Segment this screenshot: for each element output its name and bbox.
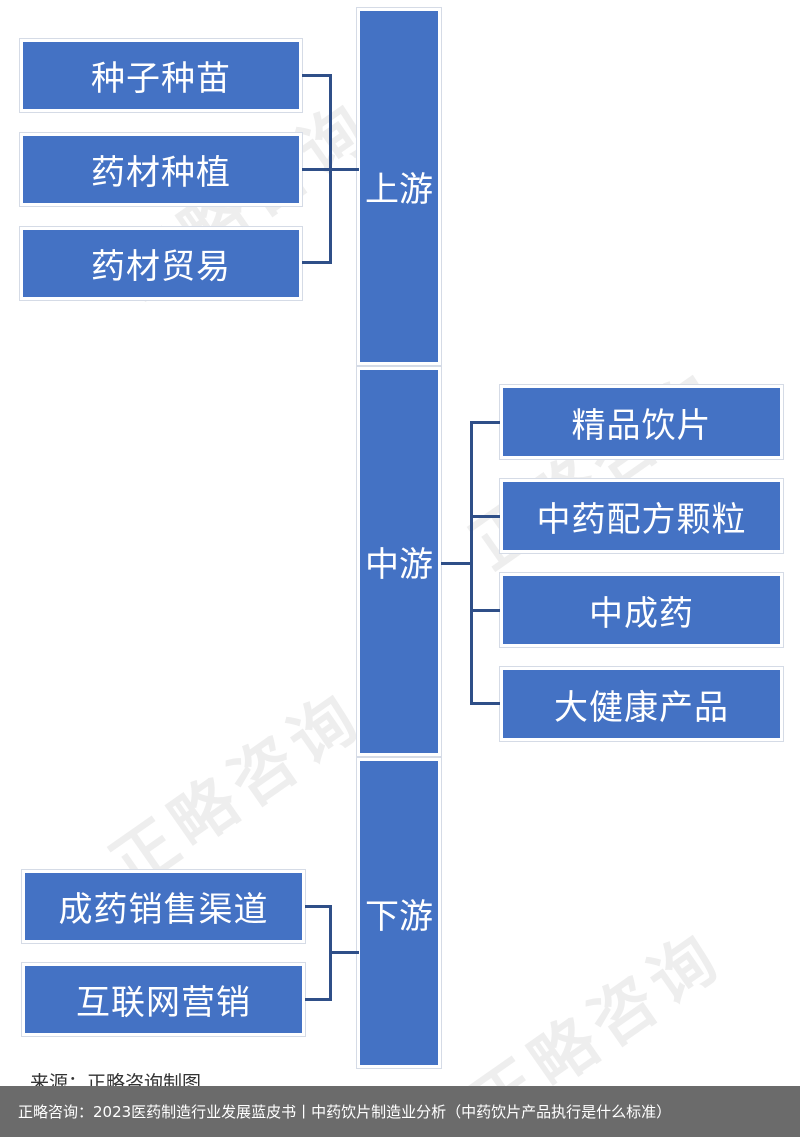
upstream-item-label: 药材种植 [91, 153, 231, 193]
midstream-item-label: 中成药 [589, 593, 694, 634]
downstream-item-label: 互联网营销 [76, 983, 251, 1023]
downstream-bracket-tick [305, 998, 332, 1001]
upstream-item: 药材贸易 [19, 226, 303, 301]
downstream-bracket-tick [305, 905, 332, 908]
midstream-item-label: 中药配方颗粒 [536, 499, 747, 540]
midstream-bracket-tick [470, 515, 500, 518]
downstream-item-label: 成药销售渠道 [58, 890, 269, 930]
midstream-bracket-tick [470, 702, 500, 705]
downstream-item: 成药销售渠道 [21, 869, 306, 944]
midstream-item-label: 精品饮片 [571, 405, 712, 446]
midstream-item: 精品饮片 [499, 384, 784, 460]
upstream-item: 种子种苗 [19, 38, 303, 113]
midstream-item-label: 大健康产品 [554, 687, 729, 728]
downstream-bracket-link [329, 951, 359, 954]
upstream-item: 药材种植 [19, 132, 303, 207]
upstream-bracket-link [329, 168, 359, 171]
midstream-bracket-tick [470, 421, 500, 424]
midstream-item: 大健康产品 [499, 666, 784, 742]
footer-caption-bar: 正略咨询：2023医药制造行业发展蓝皮书丨中药饮片制造业分析（中药饮片产品执行是… [0, 1086, 800, 1137]
stage-midstream-label: 中游 [365, 545, 433, 585]
midstream-item: 中成药 [499, 572, 784, 648]
midstream-bracket-link [441, 562, 472, 565]
upstream-item-label: 种子种苗 [91, 59, 231, 99]
stage-downstream-label: 下游 [365, 896, 433, 937]
upstream-bracket-tick [302, 168, 332, 171]
midstream-bracket-vertical [470, 421, 473, 705]
downstream-item: 互联网营销 [21, 962, 306, 1037]
upstream-bracket-tick [302, 74, 332, 77]
stage-upstream-label: 上游 [365, 170, 433, 210]
upstream-bracket-tick [302, 261, 332, 264]
footer-caption: 正略咨询：2023医药制造行业发展蓝皮书丨中药饮片制造业分析（中药饮片产品执行是… [18, 1103, 672, 1121]
stage-upstream: 上游 [356, 7, 442, 366]
upstream-item-label: 药材贸易 [91, 247, 231, 287]
midstream-item: 中药配方颗粒 [499, 478, 784, 554]
stage-downstream: 下游 [356, 757, 442, 1069]
stage-midstream: 中游 [356, 366, 442, 757]
midstream-bracket-tick [470, 609, 500, 612]
